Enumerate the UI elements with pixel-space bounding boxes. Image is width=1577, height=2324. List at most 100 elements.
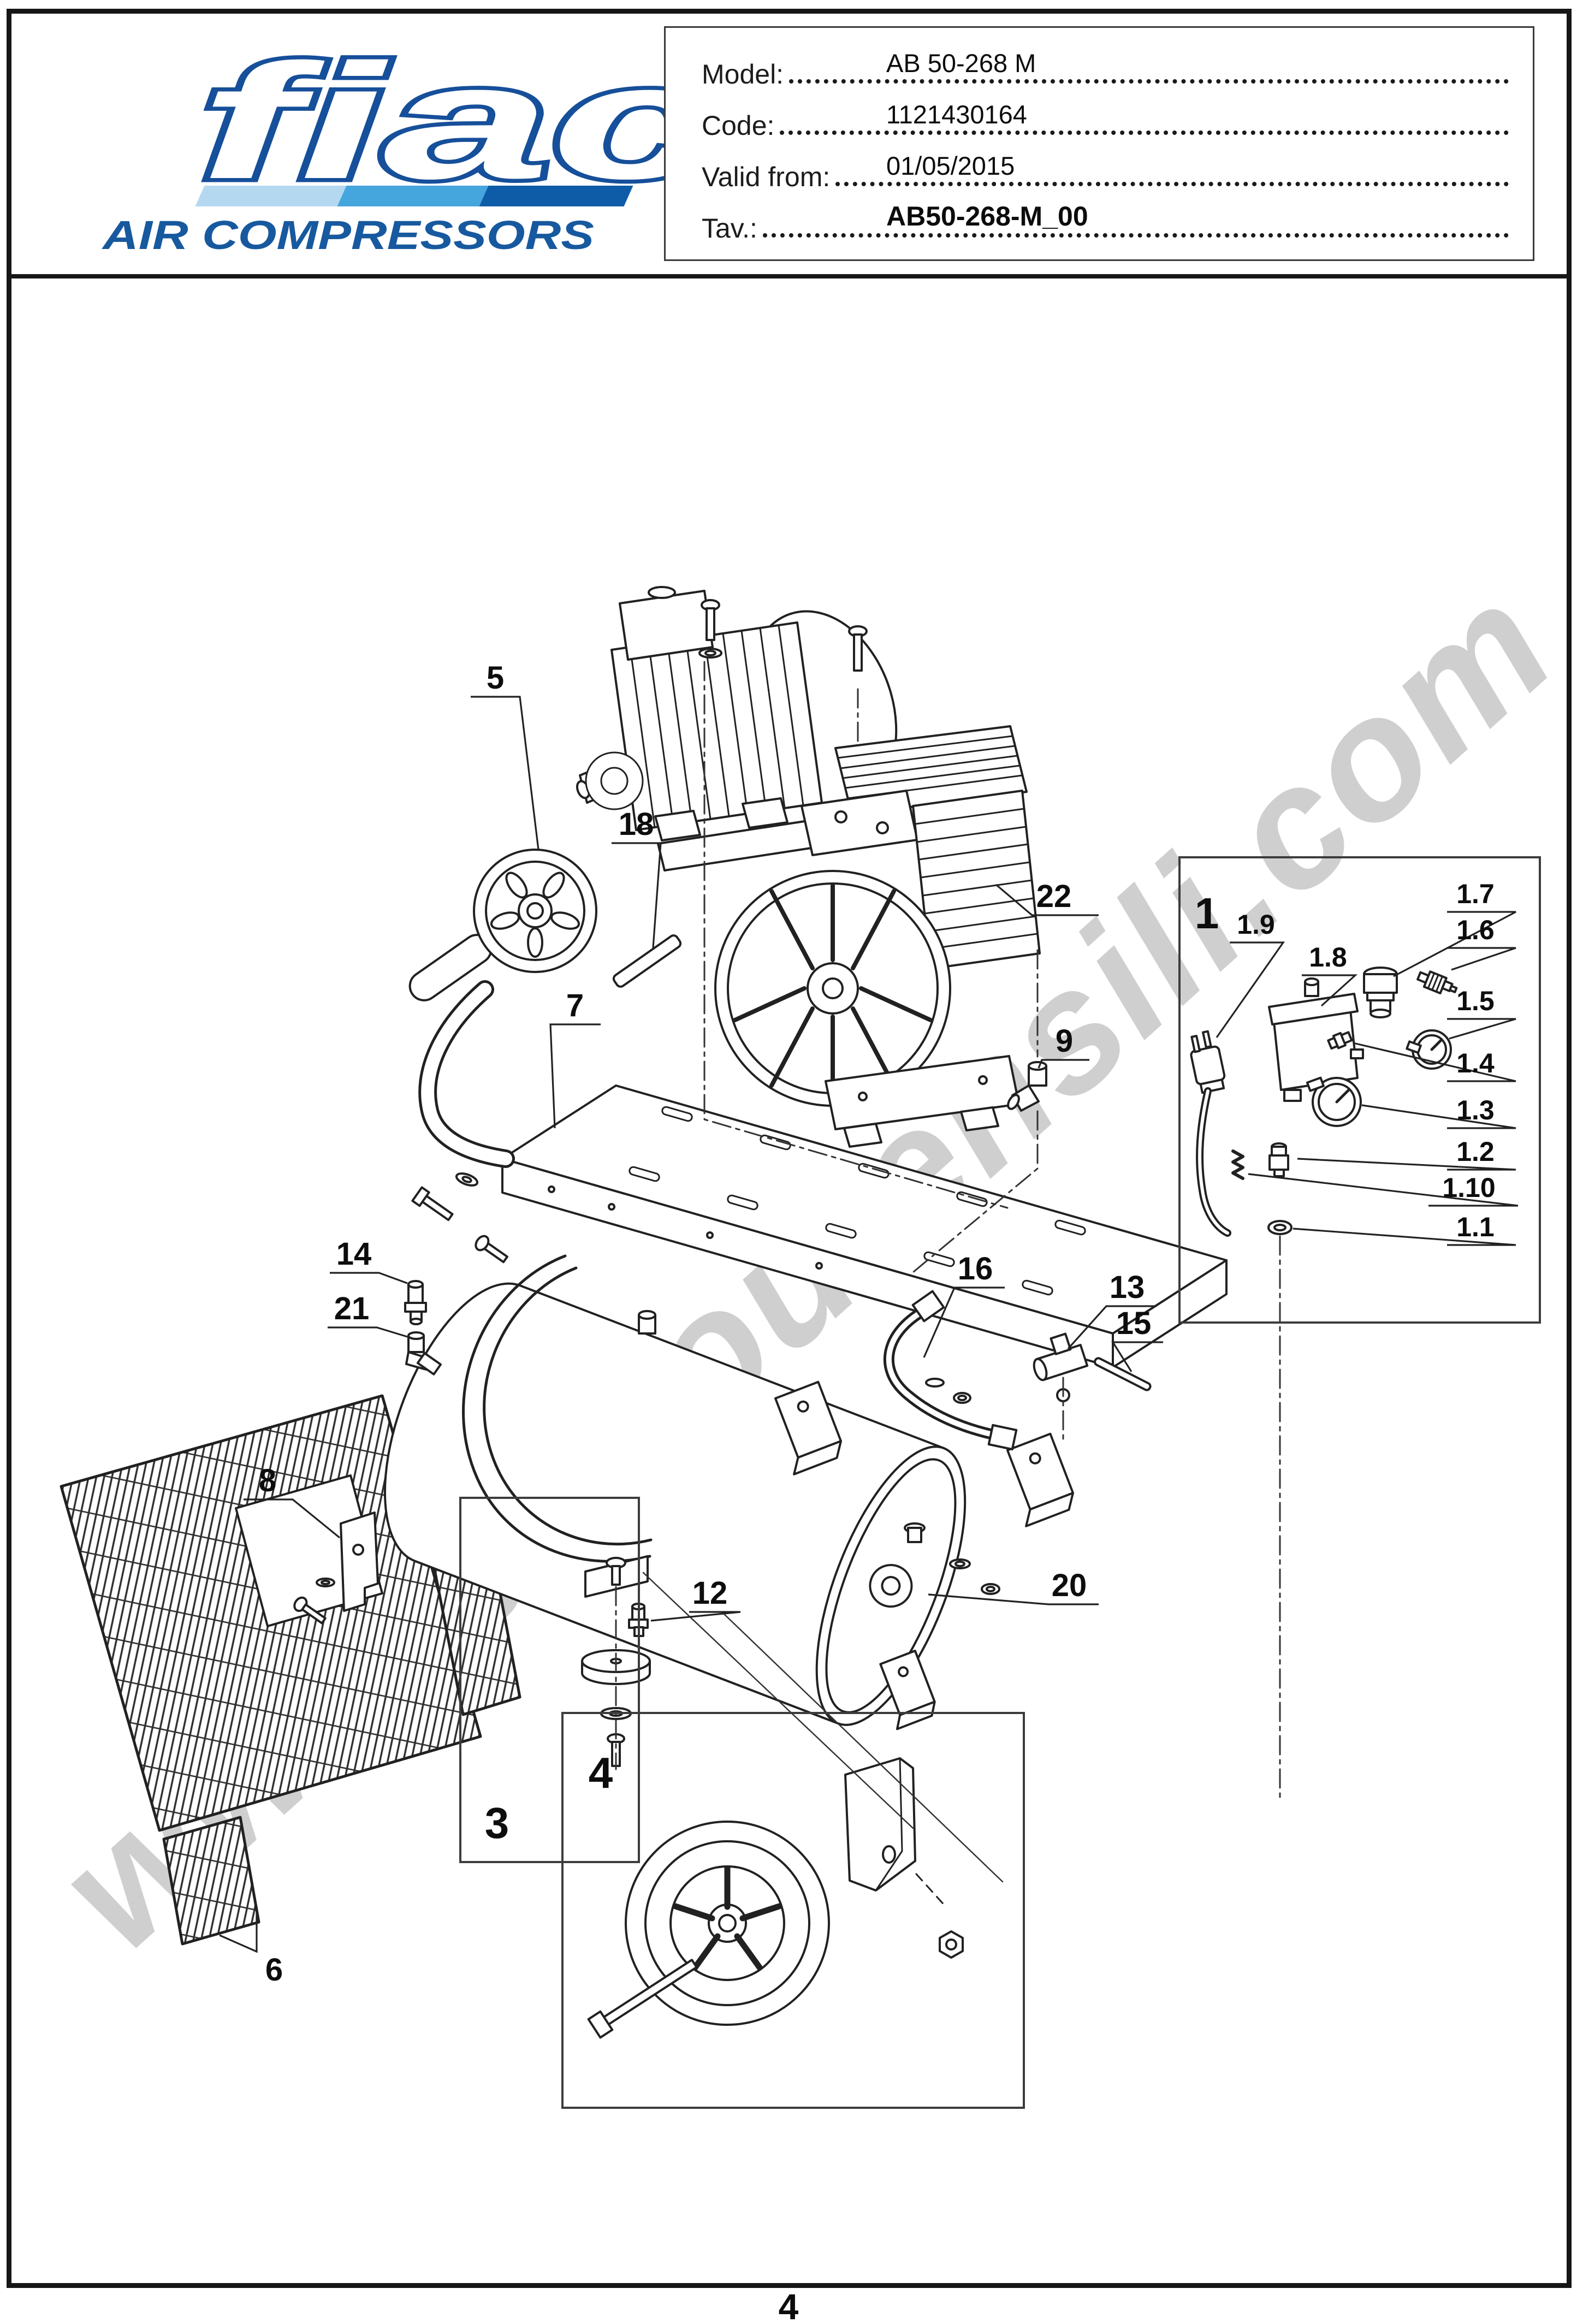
pump-head-bolt	[848, 625, 868, 672]
valid-from-value: 01/05/2015	[886, 151, 1015, 180]
part-callout-1.6: 1.6	[1456, 915, 1495, 945]
pressure-regulator	[1363, 967, 1398, 1018]
part-callout-16: 16	[958, 1251, 993, 1286]
pulley	[473, 849, 597, 973]
part-callout-8: 8	[259, 1463, 276, 1498]
info-row-model: Model: AB 50-268 M	[702, 49, 1509, 90]
part-callout-7: 7	[566, 988, 584, 1023]
dotted-rule	[780, 131, 1509, 135]
part-callout-1.8: 1.8	[1309, 942, 1347, 973]
centerlines	[615, 661, 1281, 1883]
logo-tagline: AIR COMPRESSORS	[102, 212, 594, 258]
model-label: Model:	[702, 59, 784, 90]
elbow-21	[405, 1331, 442, 1376]
callout-leader-1.5	[1447, 1018, 1516, 1040]
callout-leader-22	[995, 884, 1099, 916]
part-callout-1.2: 1.2	[1456, 1136, 1495, 1167]
part-callout-6: 6	[265, 1952, 283, 1988]
part-callout-1.1: 1.1	[1456, 1212, 1495, 1242]
model-info-box: Model: AB 50-268 M Code: 1121430164 Vali…	[664, 26, 1534, 261]
fitting-small	[1327, 1031, 1353, 1050]
part-callout-1.7: 1.7	[1456, 879, 1495, 909]
callout-leader-20	[928, 1593, 1099, 1605]
group-box-1	[1178, 856, 1541, 1324]
part-callout-22: 22	[1036, 879, 1072, 914]
callout-leader-12	[650, 1611, 741, 1622]
part-callout-1.9: 1.9	[1237, 909, 1275, 940]
page-number: 4	[778, 2286, 799, 2324]
callout-leader-1.4	[1353, 1042, 1516, 1082]
wheel-kit-4	[587, 1757, 964, 2039]
group-box-3	[459, 1497, 640, 1863]
callout-leader-1.9	[1216, 941, 1285, 1038]
part-callout-1: 1	[1195, 889, 1219, 938]
check-valve-13	[1033, 1332, 1089, 1402]
callout-leader-13	[1067, 1305, 1157, 1350]
outlet-hose	[883, 1290, 1018, 1451]
callout-leader-1.6	[1447, 947, 1516, 971]
callout-leader-18	[612, 842, 662, 948]
part-callout-18: 18	[619, 807, 654, 842]
callout-leader-9	[1038, 1059, 1089, 1069]
code-value: 1121430164	[886, 100, 1027, 129]
gauge-small	[1406, 1029, 1452, 1070]
callout-leader-8	[244, 1498, 341, 1539]
logo-brand-text: fiac	[199, 32, 718, 213]
motor-mount-bolt	[698, 599, 722, 659]
callout-leader-1.2	[1297, 1158, 1516, 1171]
info-row-tav: Tav.: AB50-268-M_00	[702, 201, 1509, 244]
part-callout-20: 20	[1052, 1568, 1087, 1603]
quick-coupler	[1416, 970, 1458, 994]
elbow-fitting-9	[1007, 1061, 1047, 1112]
pin-15	[1093, 1357, 1152, 1391]
part-callout-3: 3	[485, 1799, 509, 1847]
callout-leader-1.10	[1248, 1173, 1519, 1207]
info-row-code: Code: 1121430164	[702, 100, 1509, 141]
part-callout-1.3: 1.3	[1456, 1095, 1495, 1125]
part-callout-4: 4	[589, 1748, 613, 1797]
callout-leader-14	[330, 1272, 408, 1284]
callout-leader-1.1	[1293, 1228, 1516, 1246]
valid-from-label: Valid from:	[702, 162, 831, 192]
callout-leader-15	[1111, 1341, 1163, 1372]
gauge-large	[1306, 1076, 1362, 1127]
info-row-valid-from: Valid from: 01/05/2015	[702, 151, 1509, 192]
fiac-logo: fiac AIR COMPRESSORS	[71, 26, 754, 272]
air-tank	[383, 1254, 1074, 1730]
part-callout-12: 12	[692, 1575, 728, 1611]
callout-leader-1.3	[1361, 1104, 1516, 1129]
logo-stripe	[195, 186, 633, 206]
nut	[1267, 1220, 1293, 1235]
callout-leader-6	[219, 1911, 258, 1953]
code-label: Code:	[702, 110, 775, 141]
coil-tube	[1231, 1149, 1244, 1180]
dotted-rule	[835, 182, 1509, 186]
callout-leader-21	[328, 1326, 408, 1338]
fitting-14	[404, 1280, 427, 1325]
tav-value: AB50-268-M_00	[886, 201, 1088, 232]
part-callout-9: 9	[1056, 1023, 1073, 1059]
callout-leader-1.7	[1393, 911, 1516, 977]
part-callout-13: 13	[1110, 1270, 1145, 1305]
tav-label: Tav.:	[702, 213, 757, 244]
shaft-key	[612, 934, 682, 988]
part-callout-21: 21	[334, 1291, 370, 1326]
model-value: AB 50-268 M	[886, 49, 1036, 78]
safety-valve	[1268, 1142, 1289, 1177]
dotted-rule	[762, 233, 1509, 238]
page-border	[7, 9, 1572, 2288]
group-box-4	[561, 1712, 1025, 2109]
callout-leader-16	[923, 1286, 1005, 1358]
callout-leader-1.8	[1302, 974, 1358, 1007]
dotted-rule	[789, 79, 1509, 84]
bracket-8	[293, 1511, 379, 1625]
power-plug	[1190, 1030, 1226, 1094]
part-callout-1.4: 1.4	[1456, 1048, 1495, 1078]
part-callout-5: 5	[487, 660, 504, 696]
part-callout-1.10: 1.10	[1442, 1172, 1495, 1203]
callout-leader-5	[471, 696, 540, 850]
electric-motor	[576, 586, 898, 872]
part-callout-14: 14	[336, 1236, 372, 1272]
pump-unit	[714, 725, 1041, 1148]
